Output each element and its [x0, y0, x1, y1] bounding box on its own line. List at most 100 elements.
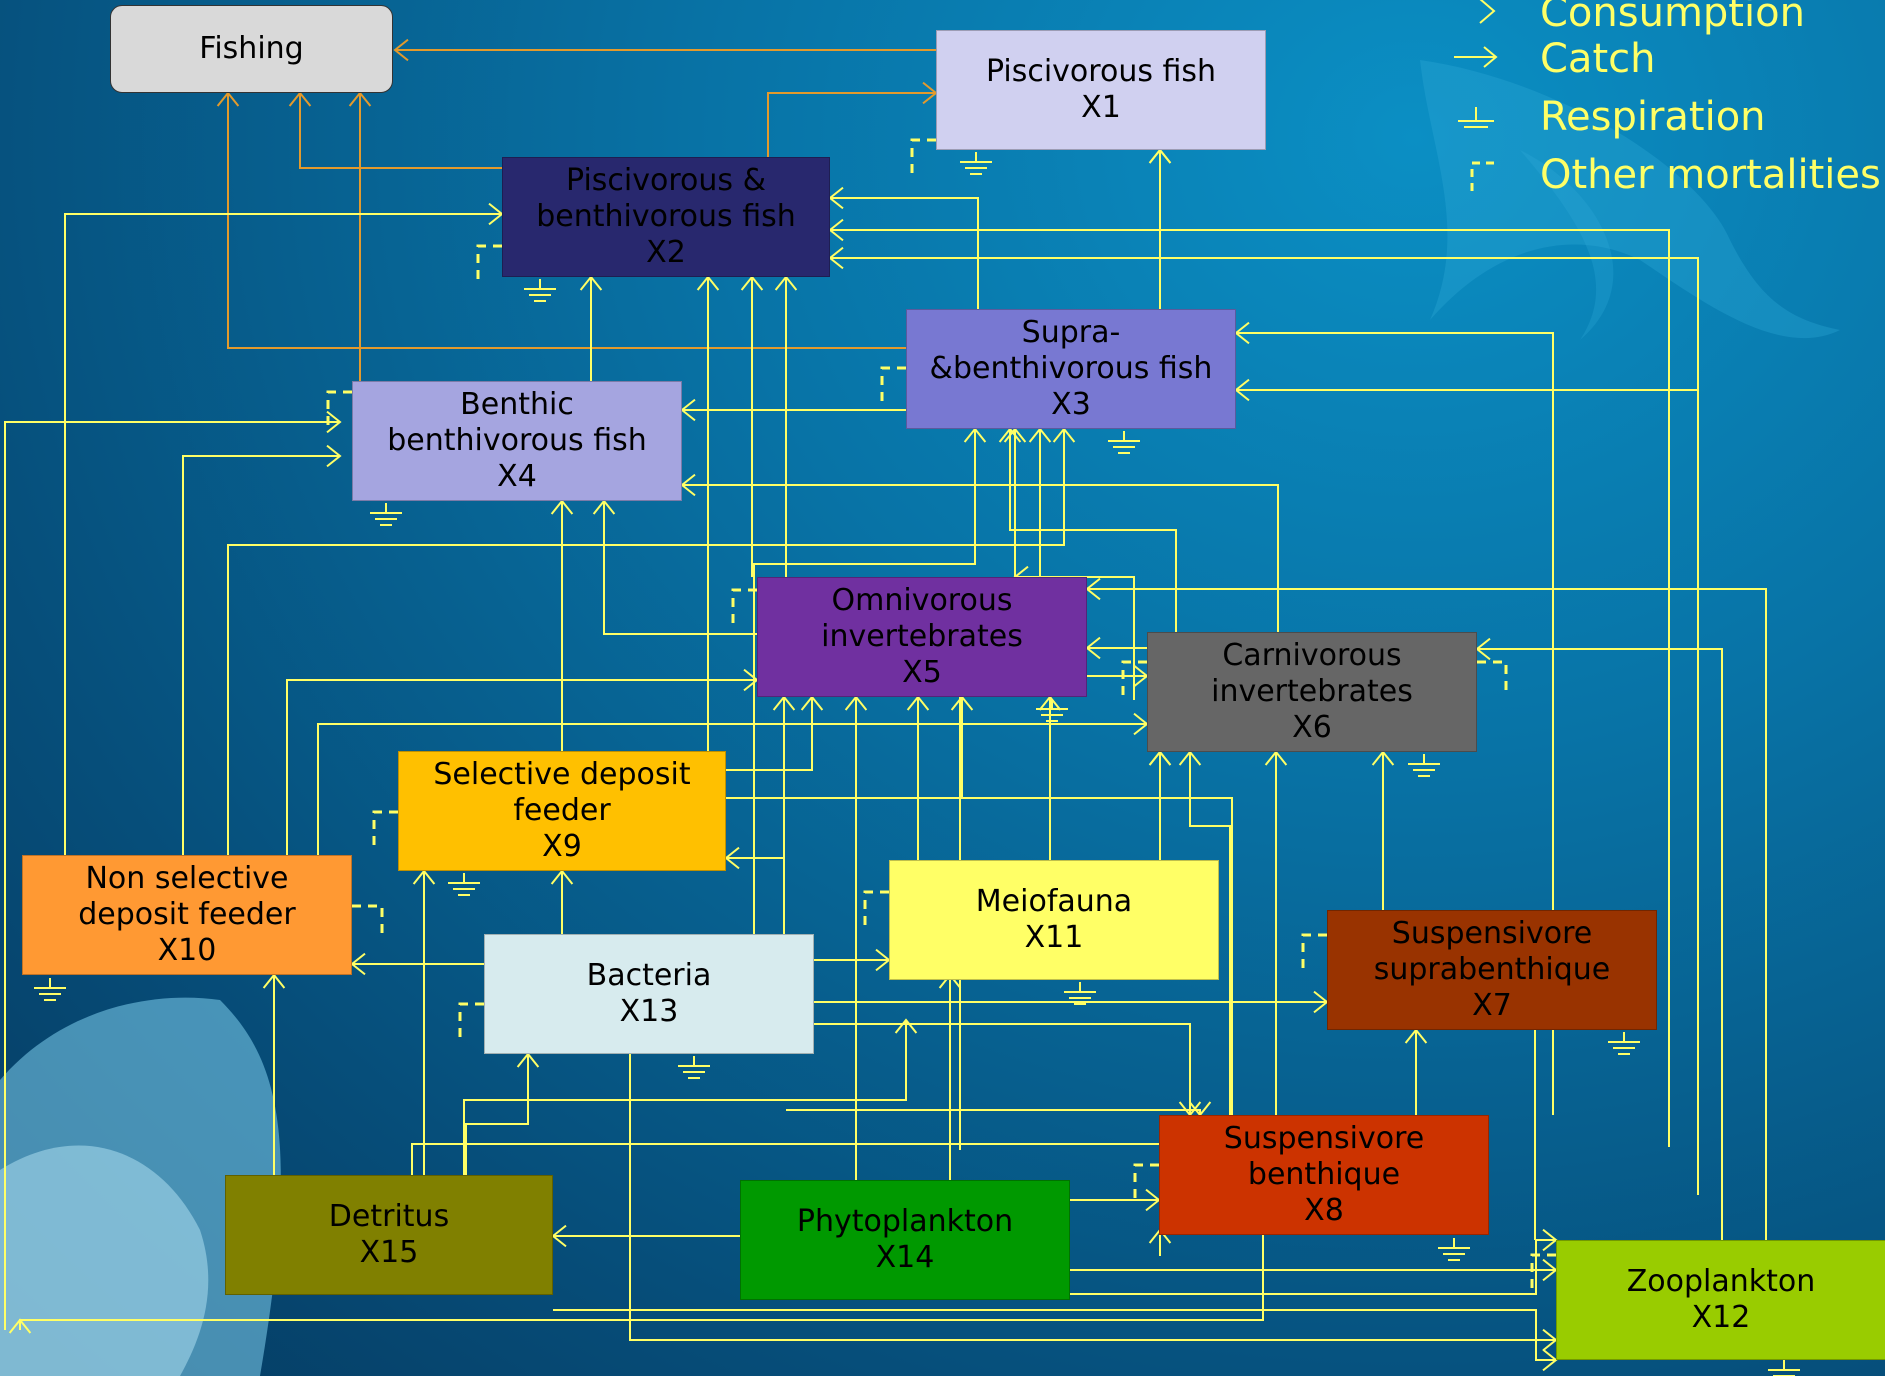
flow-wire-65 — [19, 1235, 1264, 1330]
dashed-bracket-icon — [372, 810, 398, 850]
node-x9-line-2: X9 — [542, 829, 582, 864]
arrow-open-icon — [1479, 0, 1496, 24]
dashed-bracket-icon — [1477, 660, 1508, 692]
dashed-bracket-icon — [1530, 1253, 1556, 1293]
flow-wire-16 — [1009, 429, 1177, 632]
arrow-head-icon — [1264, 750, 1288, 766]
legend-label-mortality: Other mortalities — [1540, 152, 1881, 198]
flow-wire-20 — [682, 484, 1279, 632]
node-x2-line-2: X2 — [646, 235, 686, 270]
node-x9-line-1: feeder — [513, 793, 611, 828]
node-x4-line-2: X4 — [497, 459, 537, 494]
legend-label-catch: Catch — [1540, 36, 1656, 82]
dashed-bracket-icon — [458, 1002, 484, 1042]
flow-wire-11 — [830, 229, 1670, 1147]
arrow-head-icon — [1371, 750, 1395, 766]
flow-wire-57 — [411, 1030, 1417, 1175]
flow-wire-48 — [726, 857, 785, 934]
dashed-bracket-icon — [863, 890, 889, 930]
arrow-line-icon — [1454, 46, 1498, 68]
flow-wire-66 — [629, 1054, 1556, 1341]
node-x1-line-1: X1 — [1081, 90, 1121, 125]
flow-wire-35 — [317, 723, 1147, 855]
ground-icon — [1458, 107, 1494, 128]
node-x10-line-0: Non selective — [85, 861, 289, 896]
arrow-head-icon — [350, 952, 366, 976]
flow-wire-28 — [753, 429, 976, 1020]
node-x10-line-1: deposit feeder — [78, 897, 296, 932]
arrow-head-icon — [680, 398, 696, 422]
node-fishing: Fishing — [110, 5, 393, 93]
node-fishing-line-0: Fishing — [199, 31, 304, 66]
arrow-head-icon — [828, 246, 844, 270]
flow-wire-17 — [1236, 332, 1554, 1115]
legend-item-catch: Catch — [1454, 34, 1656, 84]
arrow-head-icon — [724, 846, 740, 870]
flow-wire-68 — [1534, 999, 1537, 1240]
node-x6-line-1: invertebrates — [1211, 674, 1413, 709]
node-x11-line-1: X11 — [1024, 920, 1084, 955]
arrow-head-icon — [412, 869, 436, 885]
flow-wire-2 — [767, 92, 936, 157]
arrow-head-icon — [828, 186, 844, 210]
flow-wire-41 — [1189, 752, 1231, 1115]
arrow-head-icon — [348, 91, 372, 107]
node-x4-line-0: Benthic — [460, 387, 574, 422]
arrow-head-icon — [1052, 427, 1076, 443]
arrow-head-icon — [696, 275, 720, 291]
arrow-head-icon — [1148, 148, 1172, 164]
arrow-head-icon — [579, 275, 603, 291]
flow-wire-34 — [286, 679, 757, 855]
node-x5-line-0: Omnivorous — [831, 583, 1013, 618]
node-x15-line-0: Detritus — [328, 1199, 450, 1234]
node-x2-line-1: benthivorous fish — [536, 199, 796, 234]
flow-wire-4 — [227, 93, 906, 349]
dashed-bracket-icon — [1301, 933, 1327, 973]
arrow-head-icon — [1148, 750, 1172, 766]
node-x12-line-1: X12 — [1691, 1300, 1751, 1335]
node-x1-line-0: Piscivorous fish — [985, 54, 1217, 89]
legend-item-consumption: Consumption — [1479, 0, 1805, 38]
flow-wire-30 — [1087, 588, 1767, 1240]
dashed-bracket-icon — [731, 588, 757, 628]
node-x3-line-0: Supra- — [1021, 315, 1121, 350]
arrow-head-icon — [950, 695, 974, 711]
arrow-head-icon — [216, 91, 240, 107]
node-x13-line-0: Bacteria — [586, 958, 712, 993]
flow-wire-64 — [1070, 1239, 1556, 1295]
legend-label-respiration: Respiration — [1540, 94, 1766, 140]
node-x6-line-2: X6 — [1292, 710, 1332, 745]
arrow-head-icon — [906, 695, 930, 711]
flow-wire-58 — [463, 1020, 907, 1200]
flow-wire-33 — [1477, 648, 1723, 1240]
legend-item-respiration: Respiration — [1458, 92, 1766, 142]
legend-label-consumption: Consumption — [1540, 0, 1805, 36]
dashed-bracket-icon — [910, 138, 936, 178]
node-x5-line-2: X5 — [902, 655, 942, 690]
flow-wire-3 — [299, 93, 502, 169]
arrow-head-icon — [1178, 750, 1202, 766]
arrow-head-icon — [8, 1318, 32, 1334]
arrow-head-icon — [551, 1224, 567, 1248]
arrow-head-icon — [393, 38, 409, 62]
arrow-head-icon — [1003, 427, 1027, 443]
arrow-head-icon — [1038, 695, 1062, 711]
arrow-head-icon — [828, 218, 844, 242]
node-x12-line-0: Zooplankton — [1626, 1264, 1816, 1299]
arrow-head-icon — [1542, 1348, 1558, 1372]
arrow-head-icon — [1028, 427, 1052, 443]
arrow-head-icon — [963, 427, 987, 443]
flow-wire-55 — [812, 1023, 1191, 1115]
dashed-bracket-icon — [1121, 660, 1147, 700]
node-x3-line-2: X3 — [1051, 387, 1091, 422]
node-x6-line-0: Carnivorous — [1222, 638, 1402, 673]
